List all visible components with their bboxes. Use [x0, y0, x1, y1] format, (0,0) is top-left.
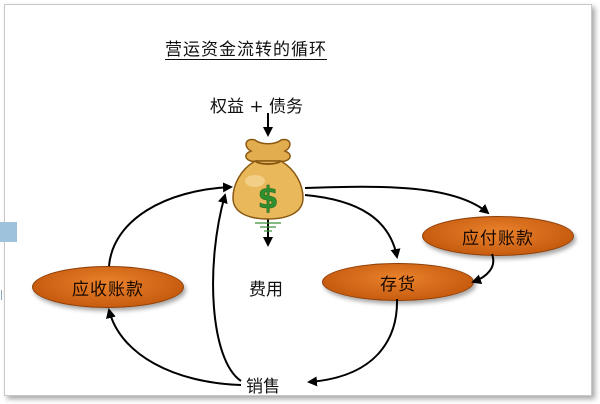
- diagram-title: 营运资金流转的循环: [165, 40, 327, 60]
- node-receivable: 应收账款: [32, 266, 184, 308]
- node-inventory-label: 存货: [380, 274, 416, 295]
- arrow-sales-to-receivable: [106, 308, 242, 386]
- arrow-payable-to-inventory: [471, 253, 495, 285]
- flow-arrows: $: [106, 113, 495, 387]
- arrow-sales-to-bag: [212, 193, 242, 382]
- node-payable-label: 应付账款: [462, 228, 534, 249]
- sales-label: 销售: [246, 377, 280, 396]
- node-payable: 应付账款: [422, 216, 574, 256]
- arrow-inventory-to-sales: [307, 298, 399, 387]
- expense-label: 费用: [249, 280, 283, 300]
- side-mark: [1, 290, 8, 300]
- source-label: 权益 + 债务: [210, 97, 304, 117]
- arrow-receivable-to-bag: [108, 182, 233, 267]
- arrow-bag-to-payable: [304, 185, 490, 215]
- diagram-frame: 营运资金流转的循环 权益 + 债务 费用 销售 应收账款 存货 应付账款: [4, 4, 592, 396]
- node-receivable-label: 应收账款: [72, 279, 144, 300]
- arrow-bag-to-inventory: [304, 194, 401, 259]
- dollar-sign: $: [258, 181, 279, 216]
- side-tab: [0, 222, 17, 242]
- money-bag-icon: $: [232, 138, 304, 232]
